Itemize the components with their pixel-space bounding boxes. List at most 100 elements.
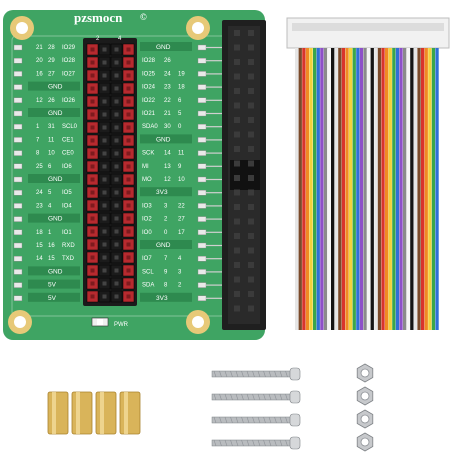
pin-label: IO21 [142,111,156,117]
ribbon-wire [399,48,403,330]
pin-label: IO25 [142,71,156,77]
header-pin-hole [90,177,95,182]
screw-thread [230,370,233,378]
screw-thread [279,416,283,424]
idc-slot [234,30,240,36]
header-pin-hole [126,229,131,234]
pin-label: 12 [36,98,43,104]
pin-label: 16 [36,71,43,77]
screw-thread [263,370,266,378]
pin-label: 7 [164,256,168,262]
pin-label: 22 [178,203,185,209]
header-pin-hole [90,138,95,143]
header-pin-hole [126,86,131,91]
idc-slot [248,233,254,239]
brass-standoff [119,391,141,435]
idc-connector [222,20,266,330]
power-led: PWR [91,317,129,328]
pin-label: 15 [48,256,55,262]
header-pin-hole [126,47,131,52]
header-pin-hole [126,138,131,143]
header-pin-hole [114,177,119,182]
ribbon-wire [352,48,356,330]
screw-thread [268,439,272,447]
idc-slot [234,247,240,254]
idc-slot [234,291,240,297]
edge-pin [197,242,207,249]
screw-thread [235,393,239,401]
idc-slot [248,291,254,297]
ribbon-wire [413,48,418,330]
header-pin-hole [102,255,107,260]
screw-thread [241,416,244,424]
screw-head [289,436,301,450]
edge-pin [13,269,23,275]
header-pin-hole [90,190,95,195]
pin-label: 1 [48,230,52,236]
header-pin-hole [114,294,119,299]
ribbon-wire [302,48,306,330]
header-pin-hole [114,112,119,117]
pin-label: 6 [48,164,52,170]
screw-thread [230,439,233,447]
screw-thread [230,393,233,401]
pin-label: 27 [48,71,55,77]
edge-pin [197,110,207,117]
edge-pin [13,71,23,77]
pin-label: 22 [164,98,171,104]
ribbon-wire [309,48,313,330]
pin-label: 2 [178,283,182,289]
brass-standoff [47,391,69,435]
hex-nut-hole [360,368,370,378]
label-band [28,266,80,276]
screw-thread [252,370,255,378]
idc-slot [234,160,240,167]
edge-pin [197,123,207,130]
ribbon-wire [381,48,385,330]
ribbon-top-connector [286,17,450,49]
ribbon-wire [356,48,360,330]
header-pin-hole [126,60,131,65]
header-pin-hole [114,203,119,208]
idc-slot [248,262,254,268]
header-pin-hole [102,73,107,78]
ribbon-wire [385,48,389,330]
label-band [28,292,80,302]
header-pin-hole [90,294,95,299]
header-pin-hole [114,60,119,65]
header-pin-hole [114,255,119,260]
header-pin-hole [126,190,131,195]
header-pin-hole [90,255,95,260]
hex-nut-hole [360,437,370,447]
edge-pin [197,282,207,288]
ribbon-wire [331,48,335,330]
pin-label: 0 [178,124,182,130]
pin-label: 21 [164,111,171,117]
edge-pin [13,295,23,301]
pin-label: 16 [48,243,55,249]
header-pin-hole [90,242,95,247]
pin-label: 12 [164,177,171,183]
header-pin-hole [102,164,107,169]
screw-thread [252,439,255,447]
edge-pin [13,256,23,262]
pin-label: 3 [164,203,168,209]
pin-label: GND [48,110,63,117]
screw-thread [224,416,228,424]
header-pin-hole [114,281,119,286]
pin-label: 8 [164,283,168,289]
screw-thread [241,439,244,447]
header-pin-hole [114,138,119,143]
screw-thread [285,370,288,378]
pin-label: 3 [178,269,182,275]
ribbon-wire [298,48,302,330]
header-pin-hole [114,216,119,221]
label-band [140,134,192,144]
screw-thread [246,416,250,424]
header-pin-hole [114,268,119,273]
idc-slot [234,117,240,123]
idc-slot [234,262,240,268]
idc-slot [234,102,240,109]
pin-label: MO [142,177,152,183]
